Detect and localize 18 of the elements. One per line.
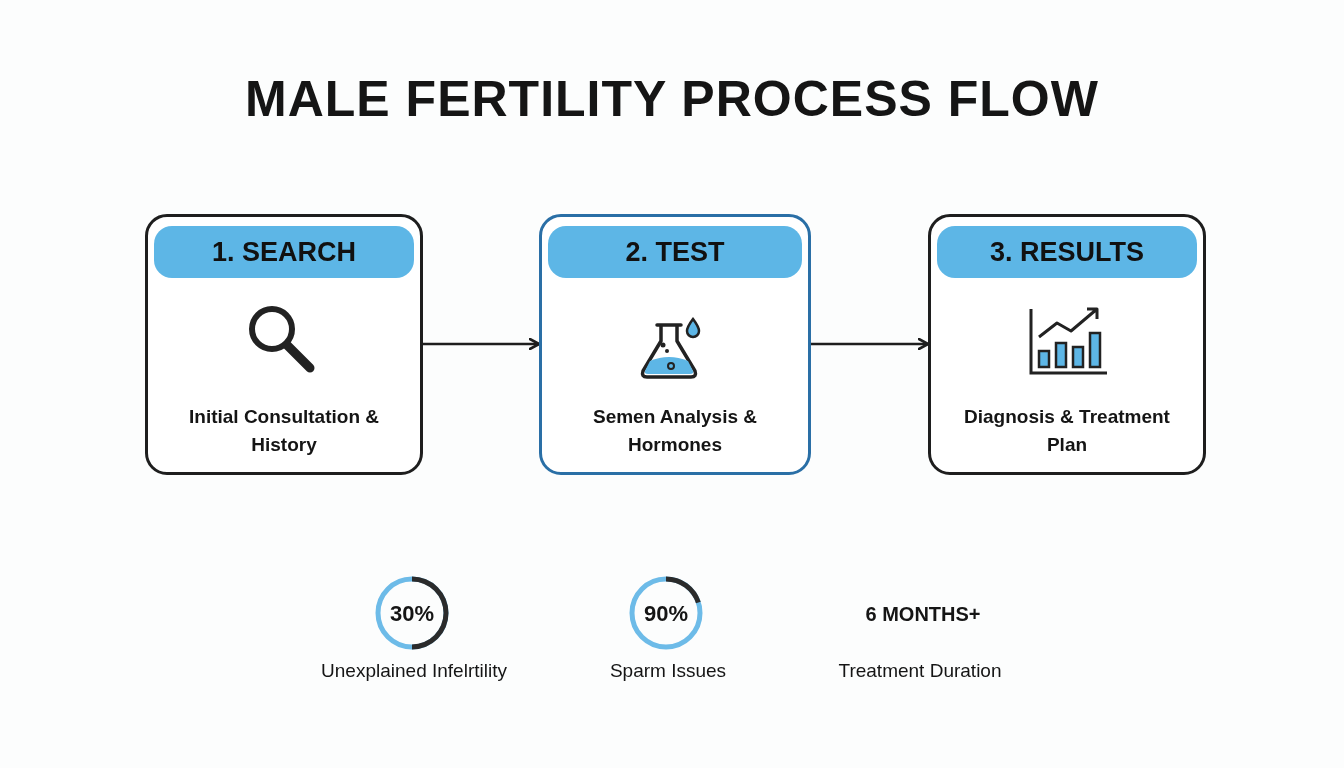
arrow <box>811 337 930 351</box>
step-description: Initial Consultation & History <box>188 405 380 457</box>
arrow <box>423 337 541 351</box>
step-header: 1. SEARCH <box>154 226 414 278</box>
step-header: 2. TEST <box>548 226 802 278</box>
step-card <box>928 214 1206 475</box>
stat-value: 30% <box>390 601 434 627</box>
step-header: 3. RESULTS <box>937 226 1197 278</box>
stat-caption: Treatment Duration <box>838 660 1002 682</box>
stat-value: 90% <box>644 601 688 627</box>
step-description: Semen Analysis & Hormones <box>591 405 758 457</box>
title: MALE FERTILITY PROCESS FLOW <box>245 70 1099 128</box>
step-description: Diagnosis & Treatment Plan <box>963 405 1171 457</box>
stat-caption: Unexplained Infelrtility <box>321 660 507 682</box>
stat-value: 6 MONTHS+ <box>865 602 981 626</box>
step-card <box>539 214 811 475</box>
stat-caption: Sparm Issues <box>609 660 727 682</box>
step-card <box>145 214 423 475</box>
